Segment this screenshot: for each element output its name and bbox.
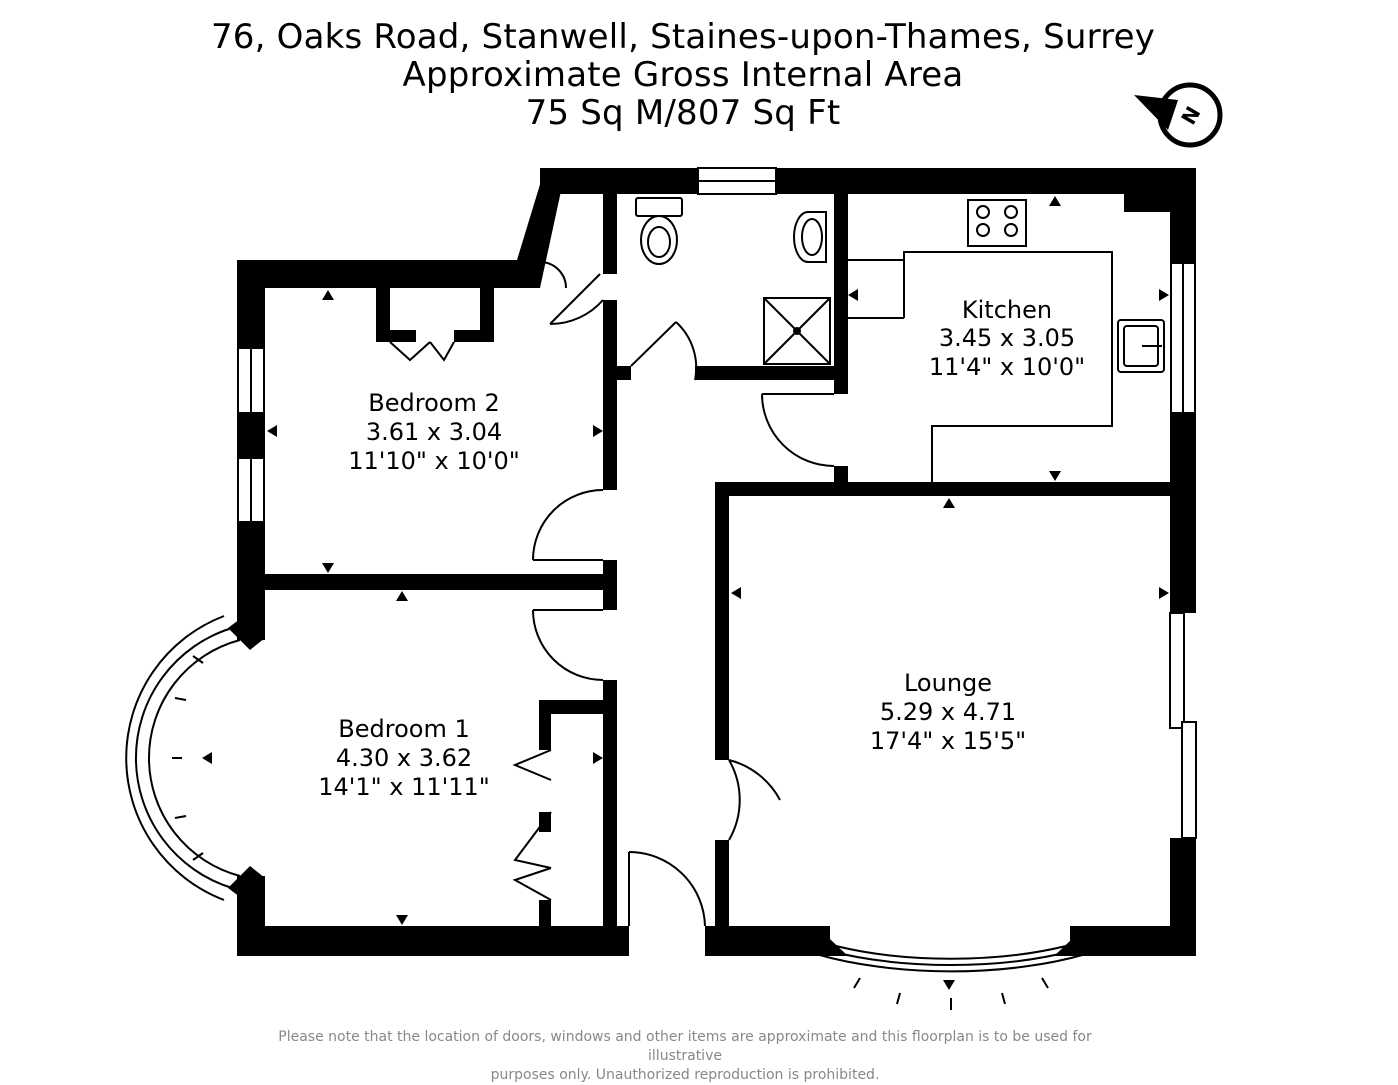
room-bedroom-1: Bedroom 1 4.30 x 3.62 14'1" x 11'11" (318, 715, 490, 801)
doors (389, 261, 835, 927)
area-value: 75 Sq M/807 Sq Ft (525, 93, 841, 133)
bedroom2-metric: 3.61 x 3.04 (366, 418, 502, 446)
floorplan-header: 76, Oaks Road, Stanwell, Staines-upon-Th… (0, 18, 1366, 132)
toilet-cistern-icon (635, 197, 683, 217)
bedroom1-name: Bedroom 1 (338, 715, 469, 743)
bedroom1-metric: 4.30 x 3.62 (336, 744, 472, 772)
walls (228, 168, 1196, 956)
property-address: 76, Oaks Road, Stanwell, Staines-upon-Th… (210, 17, 1156, 57)
dimension-arrows (202, 196, 1169, 990)
disclaimer: Please note that the location of doors, … (240, 1028, 1130, 1085)
windows (237, 167, 1197, 839)
bathroom-fixtures (635, 197, 831, 365)
bedroom2-name: Bedroom 2 (368, 389, 499, 417)
disclaimer-line-2: purposes only. Unauthorized reproduction… (490, 1067, 880, 1083)
bedroom1-imperial: 14'1" x 11'11" (318, 773, 490, 801)
north-compass-icon: N (1134, 82, 1223, 148)
room-lounge: Lounge 5.29 x 4.71 17'4" x 15'5" (870, 669, 1026, 755)
lounge-metric: 5.29 x 4.71 (880, 698, 1016, 726)
room-bedroom-2: Bedroom 2 3.61 x 3.04 11'10" x 10'0" (348, 389, 520, 475)
bedroom2-imperial: 11'10" x 10'0" (348, 447, 520, 475)
room-kitchen: Kitchen 3.45 x 3.05 11'4" x 10'0" (929, 296, 1085, 381)
kitchen-imperial: 11'4" x 10'0" (929, 353, 1085, 381)
kitchen-name: Kitchen (962, 296, 1052, 324)
lounge-bay-window (815, 945, 1087, 1010)
bedroom1-bay-window (125, 615, 241, 901)
compass-letter: N (1176, 102, 1205, 129)
kitchen-metric: 3.45 x 3.05 (939, 324, 1075, 352)
disclaimer-line-1: Please note that the location of doors, … (278, 1029, 1092, 1064)
lounge-name: Lounge (904, 669, 992, 697)
hob-icon (967, 199, 1027, 247)
kitchen-fixtures (848, 199, 1165, 482)
area-title: Approximate Gross Internal Area (402, 55, 964, 95)
lounge-imperial: 17'4" x 15'5" (870, 727, 1026, 755)
